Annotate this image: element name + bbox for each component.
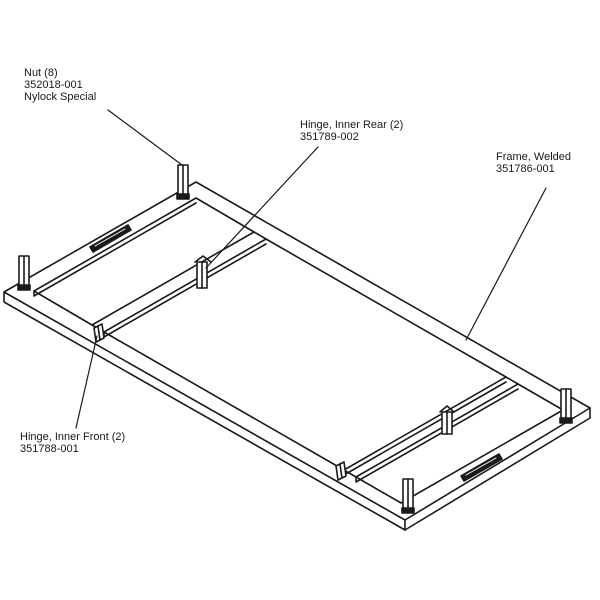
rail-depth-front <box>355 388 519 483</box>
leader-hinge-inner-rear <box>205 146 319 269</box>
frame-welded-name: Frame, Welded <box>496 151 571 163</box>
nut-front-bottom <box>401 478 415 514</box>
rail-depth-rear-left <box>33 202 197 297</box>
hinge-inner-front-name: Hinge, Inner Front (2) <box>20 431 126 443</box>
hinge-inner-front <box>93 323 105 343</box>
hinge-inner-rear <box>194 255 212 289</box>
nut-rear-left <box>17 255 31 291</box>
leader-frame-welded <box>465 187 547 341</box>
hinge-inner-front-part-number: 351788-001 <box>20 443 79 455</box>
nut-part-number: 352018-001 <box>24 79 83 91</box>
frame-welded-part-number: 351786-001 <box>496 163 555 175</box>
nut-front-right <box>559 388 573 424</box>
leader-nut <box>107 109 183 166</box>
leader-hinge-inner-front <box>75 335 98 429</box>
hinge-inner-rear-part-number: 351789-002 <box>300 131 359 143</box>
nut-name: Nut (8) <box>24 67 58 79</box>
hinge-inner-rear-name: Hinge, Inner Rear (2) <box>300 119 404 131</box>
slot-bracket-front <box>460 453 503 482</box>
hinge-front-rail-lower <box>335 461 347 481</box>
frame-outer-side-right <box>404 407 591 531</box>
nut-note: Nylock Special <box>24 91 97 103</box>
callout-hinge-inner-rear: Hinge, Inner Rear (2) 351789-002 <box>300 119 403 143</box>
callout-frame-welded: Frame, Welded 351786-001 <box>496 151 571 175</box>
slot-bracket-rear <box>89 224 132 253</box>
frame-outer-side-front <box>3 291 406 531</box>
callout-nut: Nut (8) 352018-001 Nylock Special <box>24 67 96 103</box>
callout-hinge-inner-front: Hinge, Inner Front (2) 351788-001 <box>20 431 125 455</box>
nut-rear-top <box>176 164 190 200</box>
hinge-front-rail-upper <box>439 405 455 435</box>
